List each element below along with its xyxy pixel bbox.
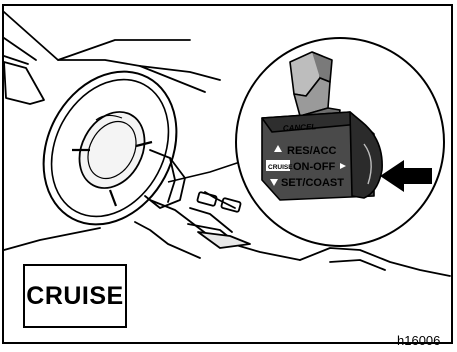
windshield-line (4, 12, 190, 60)
dashboard-top (58, 60, 220, 80)
set-coast-label: SET/COAST (281, 177, 344, 189)
cruise-indicator-label: CRUISE (26, 282, 123, 311)
steering-wheel (18, 48, 203, 247)
on-off-label: ON-OFF (293, 161, 335, 173)
side-window (4, 62, 44, 104)
leader-line (168, 162, 240, 182)
cruise-badge-label: CRUISE (268, 164, 293, 171)
cancel-label: CANCEL (283, 122, 317, 133)
cruise-indicator-box: CRUISE (23, 264, 127, 328)
figure-code: h16006 (397, 334, 440, 347)
res-acc-label: RES/ACC (287, 145, 337, 157)
